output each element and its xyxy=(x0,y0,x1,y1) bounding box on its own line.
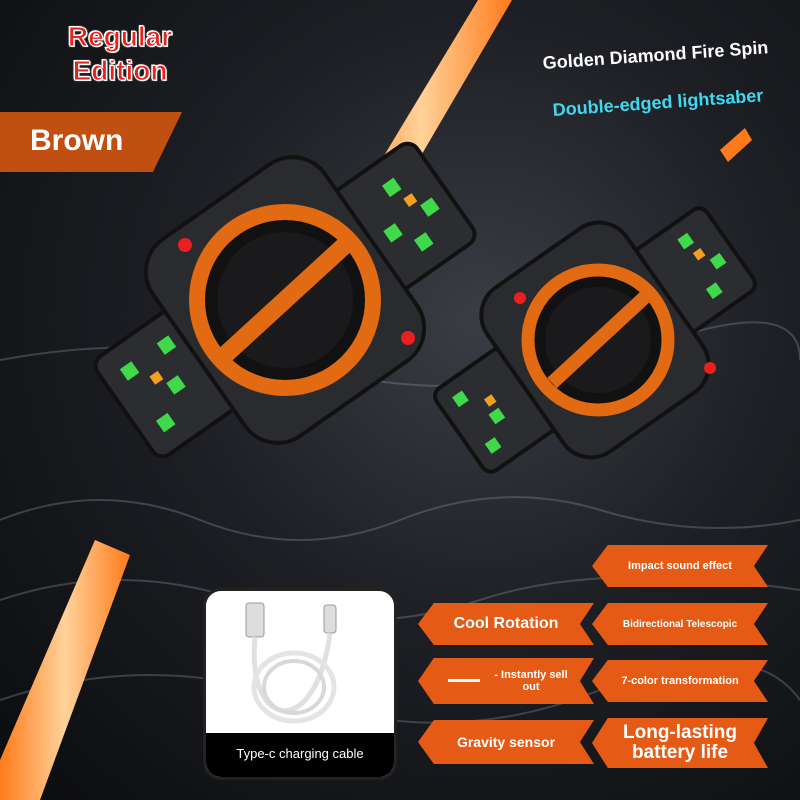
dash-line xyxy=(448,679,480,682)
feature-battery-life: Long-lasting battery life xyxy=(592,718,768,768)
right-saber-ring xyxy=(514,263,716,417)
feature-gravity-sensor: Gravity sensor xyxy=(418,720,594,764)
cable-caption: Type-c charging cable xyxy=(206,733,394,777)
feature-impact-sound: Impact sound effect xyxy=(592,545,768,587)
color-tag-label: Brown xyxy=(30,124,124,157)
usb-cable-icon xyxy=(245,602,337,724)
feature-bidirectional-telescopic: Bidirectional Telescopic xyxy=(592,603,768,645)
color-tag: Brown xyxy=(0,112,182,172)
cable-card: Type-c charging cable xyxy=(203,588,397,780)
feature-7-color: 7-color transformation xyxy=(592,660,768,702)
left-saber-ring xyxy=(178,204,415,396)
feature-sell-out: - Instantly sell out xyxy=(418,658,594,704)
right-saber-beam xyxy=(720,128,752,162)
edition-label: Regular Edition xyxy=(67,21,173,87)
feature-sell-out-label: - Instantly sell out xyxy=(494,669,568,693)
feature-cool-rotation: Cool Rotation xyxy=(418,603,594,645)
